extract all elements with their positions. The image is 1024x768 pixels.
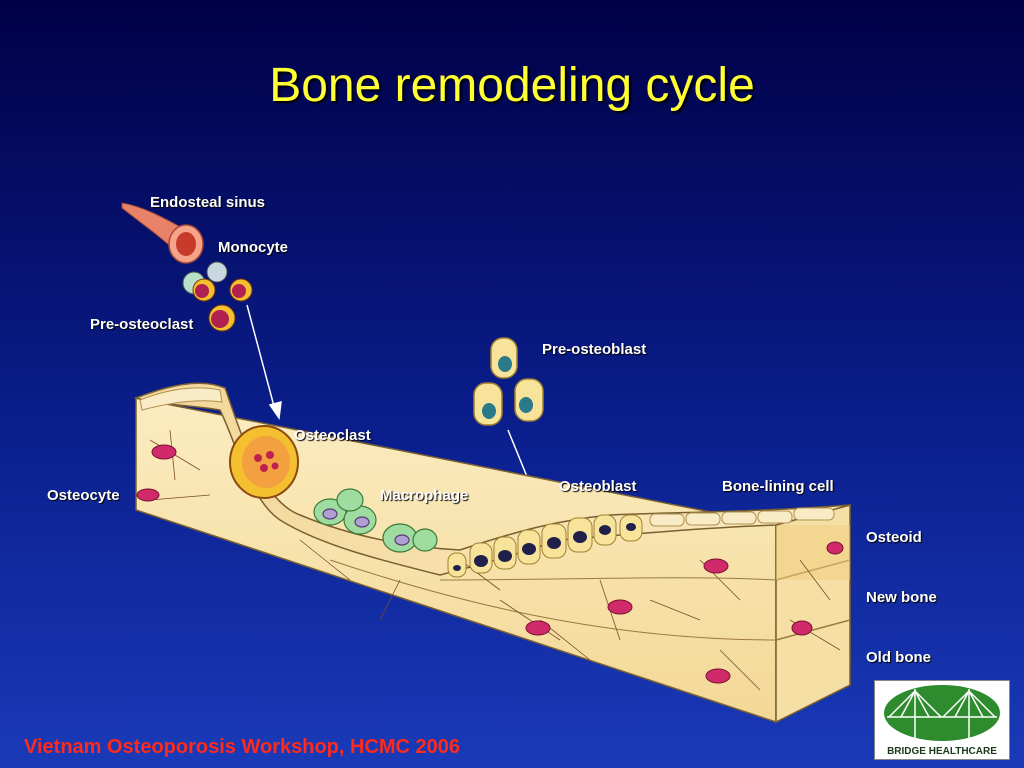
logo-graphic: BRIDGE HEALTHCARE	[884, 685, 1000, 757]
pre-osteoblast-cells	[473, 337, 544, 426]
bone-block	[133, 382, 851, 724]
label-macrophage: Macrophage	[380, 487, 469, 504]
label-new-bone: New bone	[866, 589, 937, 606]
label-old-bone: Old bone	[866, 649, 931, 666]
macrophage-cells	[313, 488, 438, 553]
osteoblast-cells	[447, 514, 643, 578]
label-endosteal-sinus: Endosteal sinus	[150, 194, 266, 211]
label-bone-lining-cell: Bone-lining cell	[722, 478, 834, 495]
label-pre-osteoblast: Pre-osteoblast	[542, 341, 647, 358]
bridge-healthcare-logo: BRIDGE HEALTHCARE	[874, 680, 1010, 760]
endosteal-sinus-vessel	[121, 202, 204, 264]
label-osteoid: Osteoid	[866, 529, 922, 546]
label-osteocyte: Osteocyte	[47, 487, 120, 504]
footer-text: Vietnam Osteoporosis Workshop, HCMC 2006	[24, 736, 461, 758]
monocyte-cells	[182, 261, 253, 332]
logo-text: BRIDGE HEALTHCARE	[887, 746, 997, 757]
label-monocyte: Monocyte	[218, 239, 289, 256]
label-pre-osteoclast: Pre-osteoclast	[90, 316, 194, 333]
slide-title: Bone remodeling cycle	[269, 59, 755, 112]
label-osteoblast: Osteoblast	[559, 478, 637, 495]
osteoclast-cell	[229, 425, 299, 499]
bone-lining-cells	[649, 507, 835, 527]
label-osteoclast: Osteoclast	[294, 427, 371, 444]
